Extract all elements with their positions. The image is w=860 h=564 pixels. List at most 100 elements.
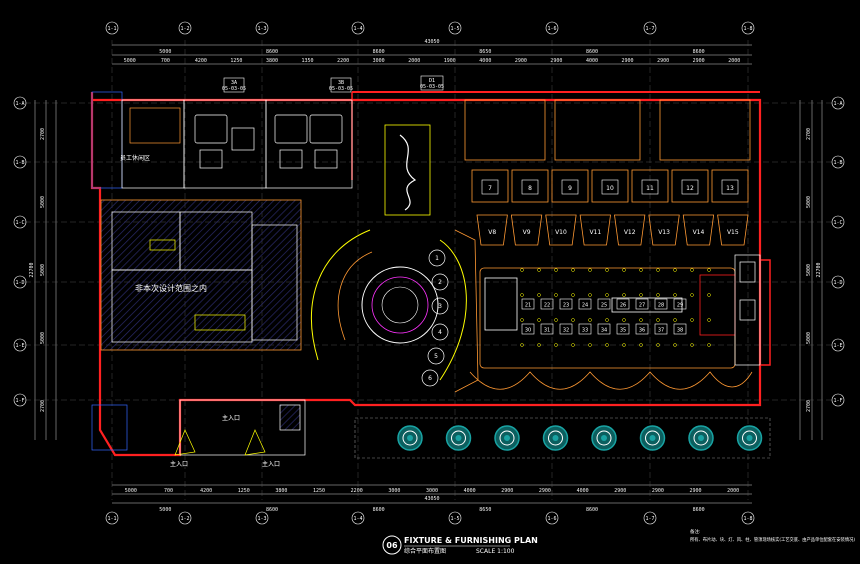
hall-table (673, 323, 687, 335)
dimension-value: 5000 (159, 49, 171, 55)
chair (690, 318, 694, 322)
axis-label: 1-6 (547, 26, 556, 32)
right-bar (734, 254, 761, 366)
entrance-mid-label: 主入口 (262, 460, 280, 468)
dimension-value: 8600 (266, 49, 278, 55)
dimension-value: 2000 (728, 58, 740, 64)
dimension-value: 3000 (426, 488, 438, 494)
axis-bubble (545, 511, 559, 525)
dimension-value: 5000 (40, 196, 46, 208)
tag-b-ref: 05-03-05 (329, 86, 353, 92)
chair (673, 293, 677, 297)
axis-bubble (831, 96, 845, 110)
room-number: 8 (528, 185, 532, 192)
hall-table-number: 36 (639, 328, 645, 334)
dimension-value: 2000 (727, 488, 739, 494)
private-room (671, 169, 709, 203)
dimension-value: 2200 (337, 58, 349, 64)
column-center (698, 435, 704, 441)
chair (656, 343, 660, 347)
axis-label: 1-A (833, 101, 842, 107)
dimension-value: 2900 (690, 488, 702, 494)
round-table (421, 369, 439, 387)
chair (588, 293, 592, 297)
hall-table (654, 323, 668, 335)
axis-bubble (831, 393, 845, 407)
dimension-value: 5000 (159, 507, 171, 513)
axis-label: 1-4 (353, 516, 362, 522)
vip-booth (682, 214, 715, 246)
entrance-area (91, 399, 306, 456)
title-chinese: 综合平面布置图 (404, 547, 446, 555)
room-number: 12 (686, 185, 694, 192)
axis-label: 1-1 (107, 26, 116, 32)
axis-label: 1-D (15, 280, 24, 286)
dimension-value: 3000 (373, 58, 385, 64)
hall-table-number: 22 (544, 303, 550, 309)
vip-booth (476, 214, 508, 246)
dimension-value: 2900 (539, 488, 551, 494)
chair (571, 343, 575, 347)
dimension-value: 2700 (806, 400, 812, 412)
axis-bubble (351, 21, 365, 35)
axis-bubble (448, 21, 462, 35)
hall-table (616, 323, 630, 335)
chair (537, 343, 541, 347)
axis-bubble (351, 511, 365, 525)
axis-bubble (643, 511, 657, 525)
hall-table-number: 34 (601, 328, 607, 334)
axis-bubble (643, 21, 657, 35)
hall-table (521, 298, 535, 310)
private-rooms-top (464, 99, 751, 161)
column-center (649, 435, 656, 441)
lounge-furniture (194, 114, 343, 169)
booth-number: V11 (589, 229, 601, 236)
dimension-value: 4200 (195, 58, 207, 64)
chair (707, 343, 711, 347)
axis-bubble (178, 21, 192, 35)
axis-bubble (13, 338, 27, 352)
notes-heading: 备注: (690, 528, 701, 535)
dimension-value: 700 (161, 58, 170, 64)
column-center (601, 435, 607, 441)
chair (537, 293, 541, 297)
dimension-value: 8600 (373, 507, 385, 513)
feature-wall (384, 124, 431, 216)
dimension-value: 8650 (479, 507, 491, 513)
chair (690, 343, 694, 347)
column-center (746, 435, 753, 441)
overall-width-bottom: 43050 (424, 496, 439, 502)
axis-bubble (255, 21, 269, 35)
chair (707, 293, 711, 297)
room-number: 7 (488, 185, 492, 192)
hall-table (597, 298, 611, 310)
dimension-value: 5000 (40, 264, 46, 276)
column-core (548, 430, 563, 446)
round-table (431, 297, 449, 315)
axis-bubble (13, 393, 27, 407)
axis-bubble (448, 511, 462, 525)
hall-table (521, 323, 535, 335)
column-center (455, 435, 462, 441)
hall-table-number: 32 (563, 328, 569, 334)
round-table (431, 273, 449, 291)
hall-table (597, 323, 611, 335)
room-number: 9 (568, 185, 572, 192)
hall-table-number: 24 (582, 303, 588, 309)
chair (605, 293, 609, 297)
window-booths (469, 371, 753, 390)
chair (520, 268, 524, 272)
service-rooms (111, 211, 298, 343)
dimension-value: 3800 (275, 488, 287, 494)
column-core (402, 430, 418, 446)
round-table-number: 6 (428, 375, 432, 382)
hall-table (635, 323, 649, 335)
private-room (471, 169, 509, 203)
excluded-area (100, 199, 302, 351)
axis-label: 1-5 (450, 516, 459, 522)
staff-area (91, 91, 353, 189)
chair (622, 318, 626, 322)
